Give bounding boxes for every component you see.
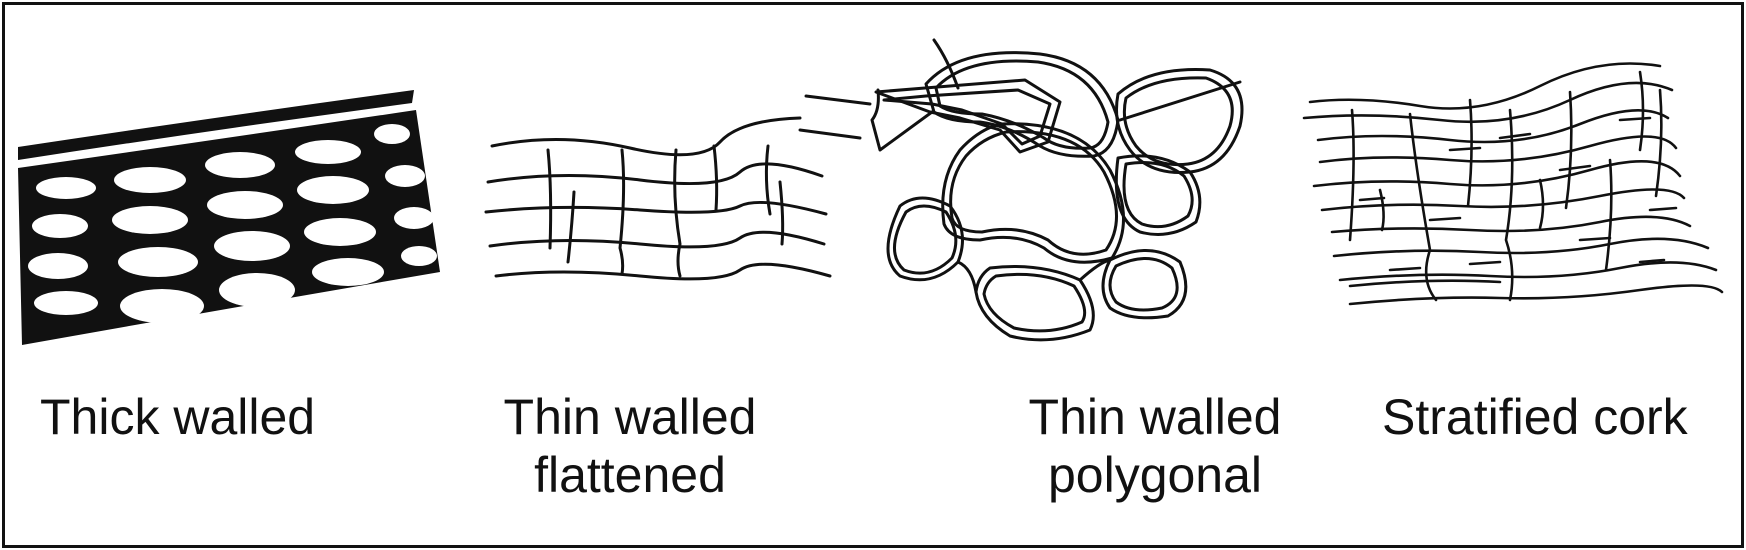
label-thin-walled-polygonal-line1: Thin walled (1028, 389, 1282, 445)
label-thin-walled-polygonal: Thin walled polygonal (1000, 388, 1310, 504)
thin-walled-polygonal-drawing (798, 38, 1244, 342)
label-stratified-cork: Stratified cork (1382, 388, 1688, 446)
label-thin-walled-polygonal-line2: polygonal (1047, 447, 1263, 503)
stratified-cork-drawing (1302, 62, 1724, 306)
label-thin-walled-flattened: Thin walled flattened (480, 388, 780, 504)
label-thick-walled-line1: Thick walled (40, 389, 316, 445)
label-thin-walled-flattened-line2: flattened (534, 447, 726, 503)
thin-walled-flattened-drawing (484, 116, 832, 281)
thick-walled-cells-drawing (18, 90, 440, 345)
label-thin-walled-flattened-line1: Thin walled (503, 389, 757, 445)
label-stratified-cork-line1: Stratified cork (1382, 389, 1688, 445)
label-thick-walled: Thick walled (40, 388, 315, 446)
